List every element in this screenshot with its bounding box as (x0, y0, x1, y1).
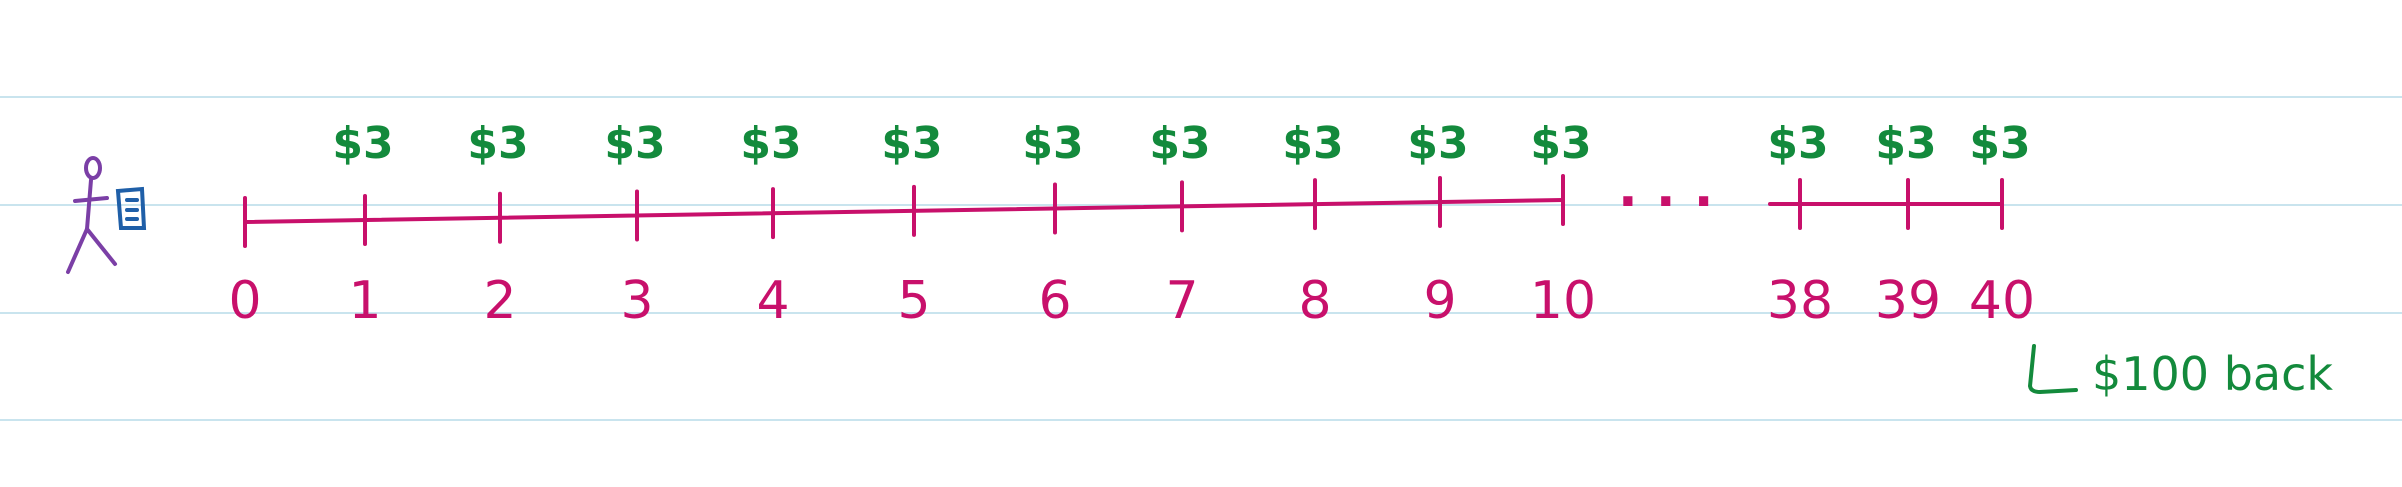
period-label-5: 5 (897, 271, 930, 331)
payment-label-39: $3 (1875, 118, 1936, 169)
stick-figure-icon (66, 156, 117, 274)
period-label-4: 4 (756, 271, 789, 331)
period-label-10: 10 (1530, 271, 1596, 331)
payment-label-10: $3 (1530, 118, 1591, 169)
period-label-8: 8 (1298, 271, 1331, 331)
payment-label-9: $3 (1407, 118, 1468, 169)
payment-label-8: $3 (1282, 118, 1343, 169)
payment-label-38: $3 (1767, 118, 1828, 169)
payment-label-2: $3 (467, 118, 528, 169)
payment-label-1: $3 (332, 118, 393, 169)
payment-label-6: $3 (1022, 118, 1083, 169)
period-label-1: 1 (348, 271, 381, 331)
payment-label-4: $3 (740, 118, 801, 169)
period-label-3: 3 (620, 271, 653, 331)
final-note-text: $100 back (2092, 347, 2333, 401)
payment-label-3: $3 (604, 118, 665, 169)
period-label-39: 39 (1875, 271, 1941, 331)
period-label-40: 40 (1969, 271, 2035, 331)
period-label-6: 6 (1038, 271, 1071, 331)
payment-label-7: $3 (1149, 118, 1210, 169)
period-label-7: 7 (1165, 271, 1198, 331)
note-arrow (2027, 344, 2078, 395)
payments-row: $3 $3 $3 $3 $3 $3 $3 $3 $3 $3 $3 $3 $3 (332, 118, 2030, 169)
timeline: . . . 0 1 2 3 4 5 6 7 8 9 10 38 39 40 (228, 159, 2035, 331)
timeline-ellipsis: . . . (1618, 159, 1713, 219)
payment-label-5: $3 (881, 118, 942, 169)
period-label-2: 2 (483, 271, 516, 331)
period-label-38: 38 (1767, 271, 1833, 331)
document-icon (115, 186, 147, 230)
payment-label-40: $3 (1969, 118, 2030, 169)
timeline-segment-main (243, 198, 1565, 224)
period-label-0: 0 (228, 271, 261, 331)
final-note: $100 back (2027, 344, 2333, 401)
period-label-9: 9 (1423, 271, 1456, 331)
